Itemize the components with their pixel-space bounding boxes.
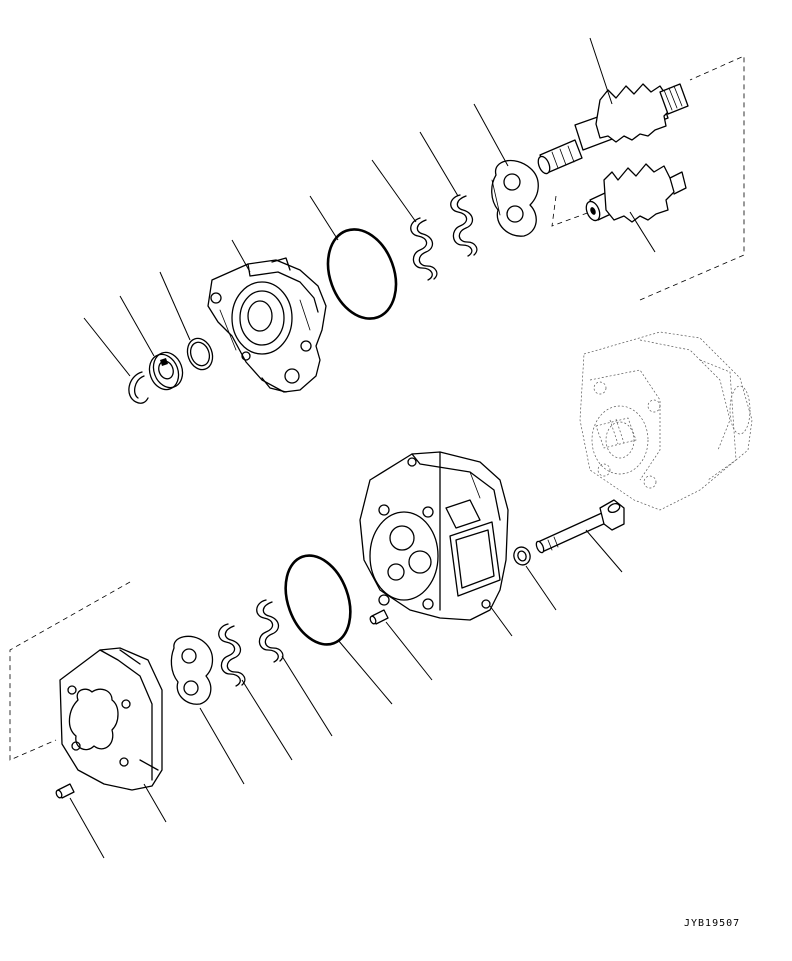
leader-line: [585, 529, 623, 573]
o-ring-lower: [284, 554, 352, 646]
leader-line: [281, 655, 333, 737]
leader-line: [385, 621, 433, 681]
leader-line: [119, 295, 155, 357]
leader-line: [489, 605, 513, 637]
backup-ring-upper-a: [450, 194, 478, 257]
o-ring-upper: [326, 228, 398, 320]
leader-line: [159, 271, 191, 341]
backup-ring-lower-b: [218, 623, 246, 687]
front-cover: [207, 257, 327, 393]
leader-line: [231, 239, 251, 273]
bolt: [535, 499, 625, 554]
side-plate-lower: [170, 635, 214, 705]
leader-line: [371, 159, 417, 223]
leader-line: [69, 797, 105, 859]
leader-line: [419, 131, 459, 197]
drive-shaft-gear: [537, 83, 689, 175]
dowel-pin-right: [369, 609, 389, 625]
leader-line: [83, 317, 131, 377]
backup-ring-lower-a: [256, 599, 284, 663]
backup-ring-upper-b: [410, 217, 438, 281]
side-plate-upper: [491, 159, 539, 237]
leader-line: [143, 783, 167, 823]
leader-line: [337, 639, 393, 705]
leader-line: [199, 707, 245, 785]
leader-line: [241, 679, 293, 761]
gear-case-body: [359, 451, 509, 621]
washer-lower: [513, 546, 531, 566]
leader-line: [309, 195, 339, 241]
leader-line: [629, 211, 656, 253]
dowel-pin-left: [55, 783, 75, 799]
oil-seal: [148, 351, 184, 391]
assembly-outline-upper: [639, 55, 745, 301]
snap-ring: [128, 371, 149, 404]
leader-line: [525, 565, 557, 611]
leader-line: [589, 37, 613, 105]
gear-housing: [59, 647, 163, 791]
drawing-code-label: JYB19507: [684, 918, 741, 929]
washer-upper: [186, 337, 214, 371]
assembled-pump-reference: [579, 331, 753, 511]
leader-line: [473, 103, 509, 167]
assembly-outline-gear: [551, 195, 591, 227]
assembly-outline-lower: [9, 581, 131, 761]
driven-gear: [585, 163, 687, 223]
